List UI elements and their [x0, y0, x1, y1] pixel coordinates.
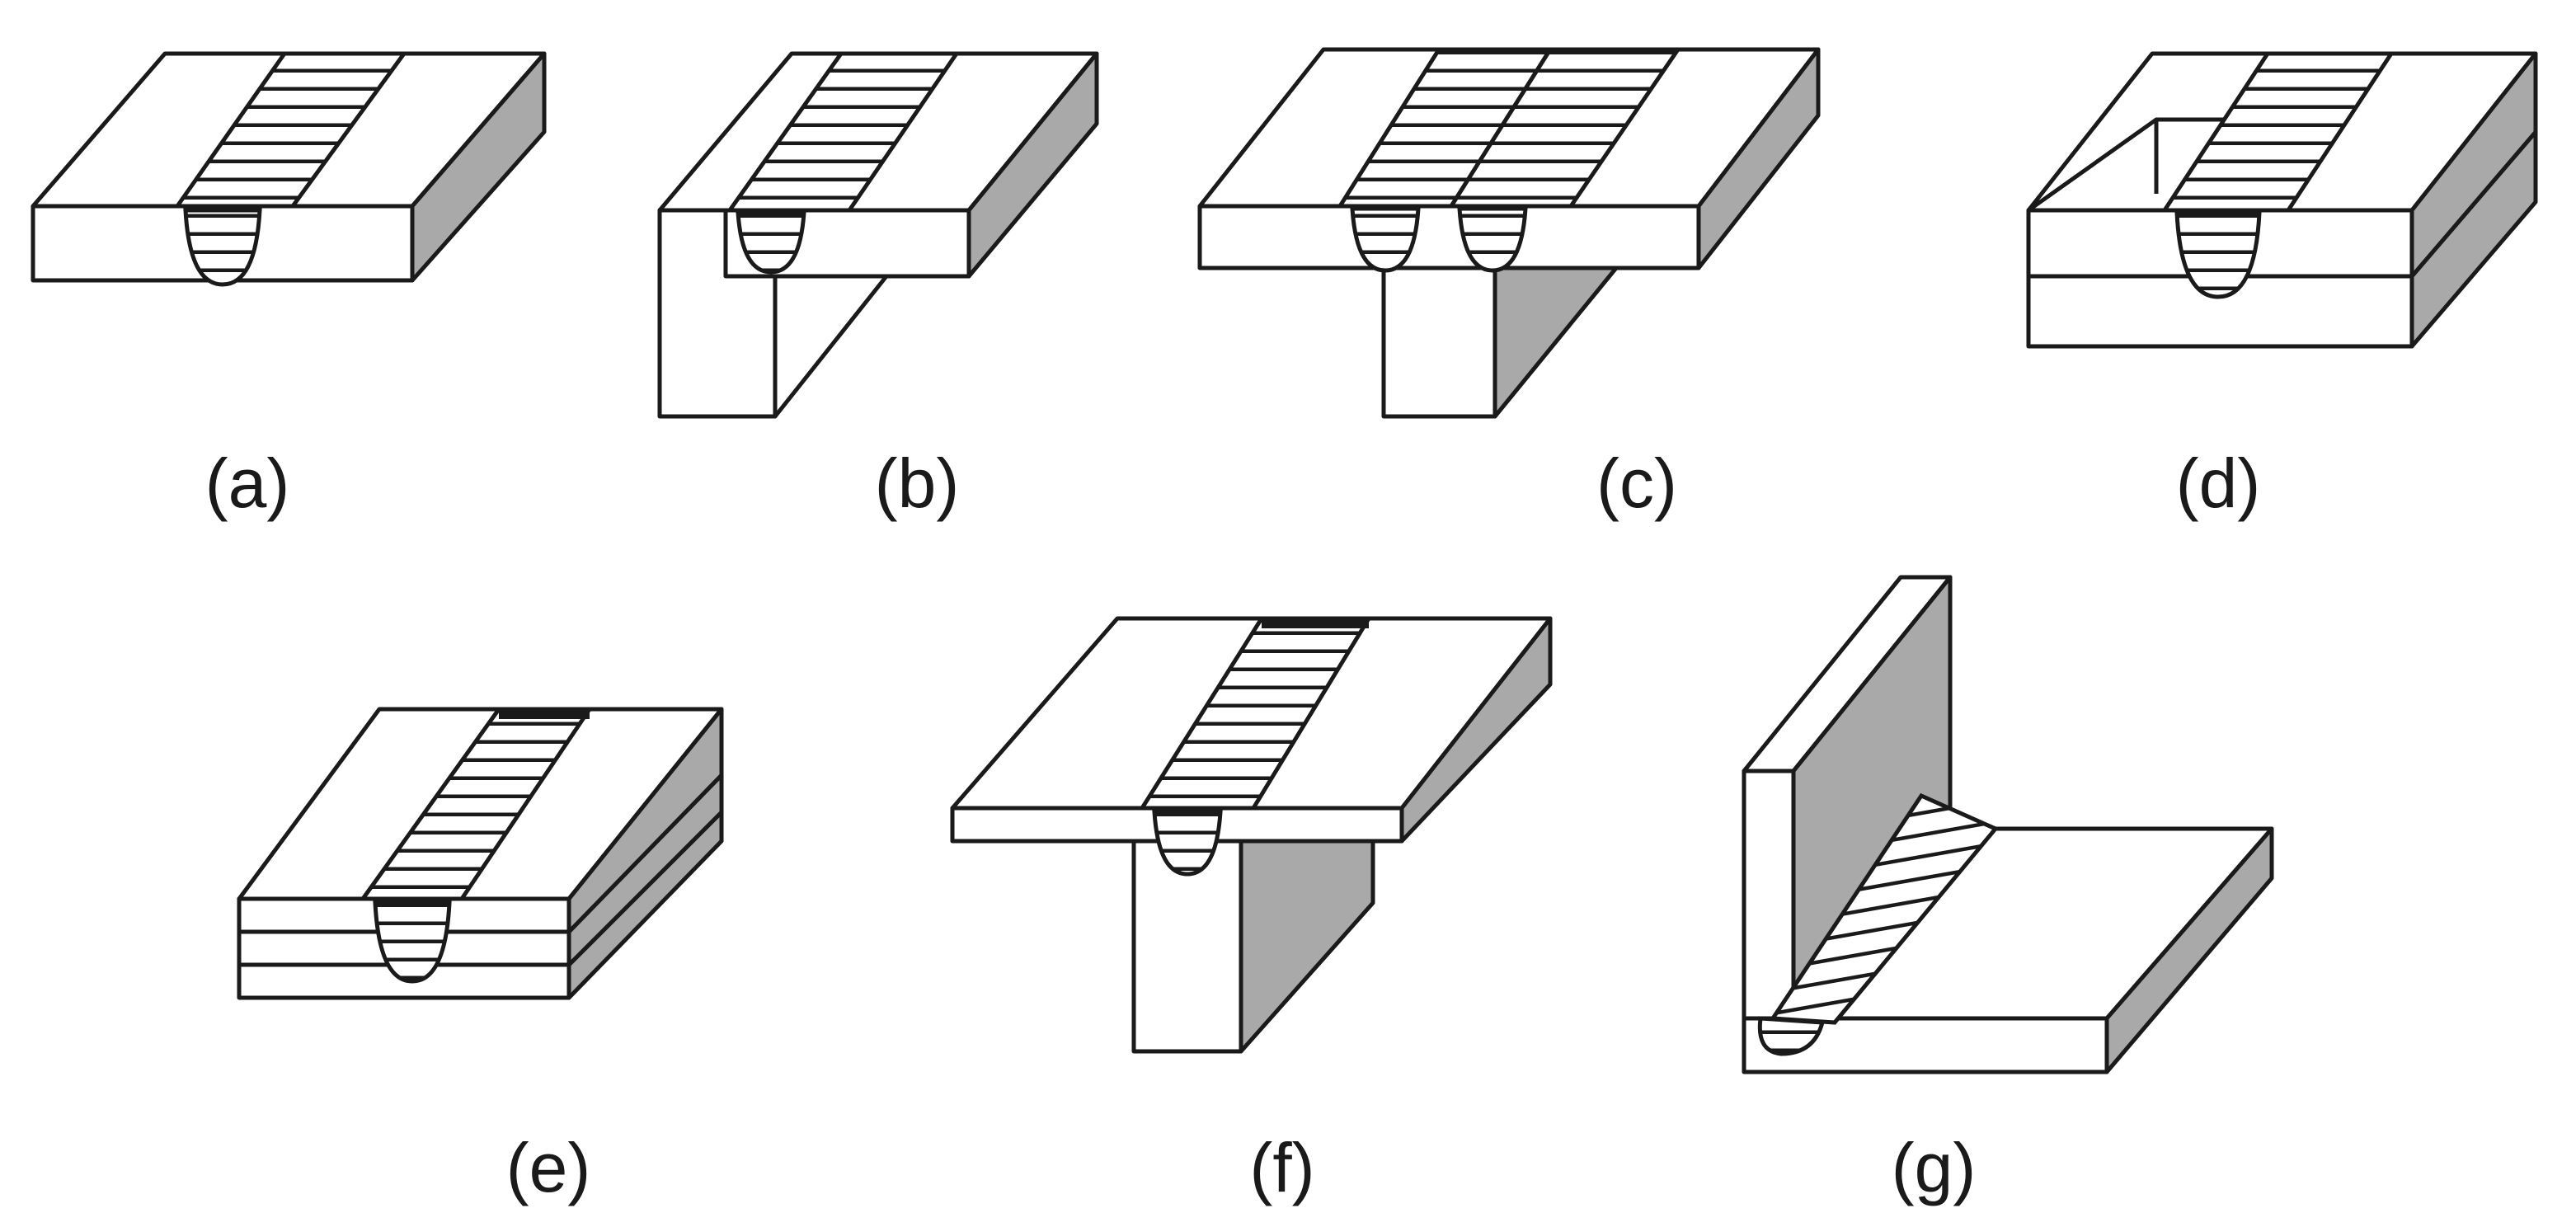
panel-f-tee-joint	[950, 616, 1553, 1054]
weld-bead	[173, 51, 408, 209]
weld-root-right	[1457, 206, 1528, 273]
panel-g-fillet-joint	[1742, 575, 2274, 1074]
panel-b-label: (b)	[875, 444, 960, 522]
panel-a-label: (a)	[205, 444, 290, 522]
panel-a-butt-joint	[31, 51, 547, 287]
weld-root	[183, 208, 262, 287]
weld-bead-right	[1447, 47, 1682, 209]
panel-d-label: (d)	[2176, 444, 2261, 522]
weld-root	[1152, 810, 1223, 877]
panel-c-double-tee-joint	[1197, 47, 1821, 419]
panel-e-stacked-joint	[237, 707, 724, 1000]
panel-b-corner-joint	[657, 51, 1099, 419]
weld-root	[736, 210, 806, 275]
weld-root	[1757, 1016, 1826, 1056]
weld-root	[2174, 210, 2262, 299]
panel-e-label: (e)	[506, 1129, 591, 1206]
panel-f-label: (f)	[1249, 1129, 1314, 1206]
weld-bead	[726, 51, 961, 213]
weld-root-left	[1350, 206, 1421, 273]
panel-c-label: (c)	[1596, 444, 1677, 522]
weld-bead	[2160, 51, 2395, 213]
weld-root	[373, 900, 452, 984]
panel-g-label: (g)	[1892, 1129, 1977, 1206]
panel-d-lap-joint	[2026, 51, 2538, 349]
